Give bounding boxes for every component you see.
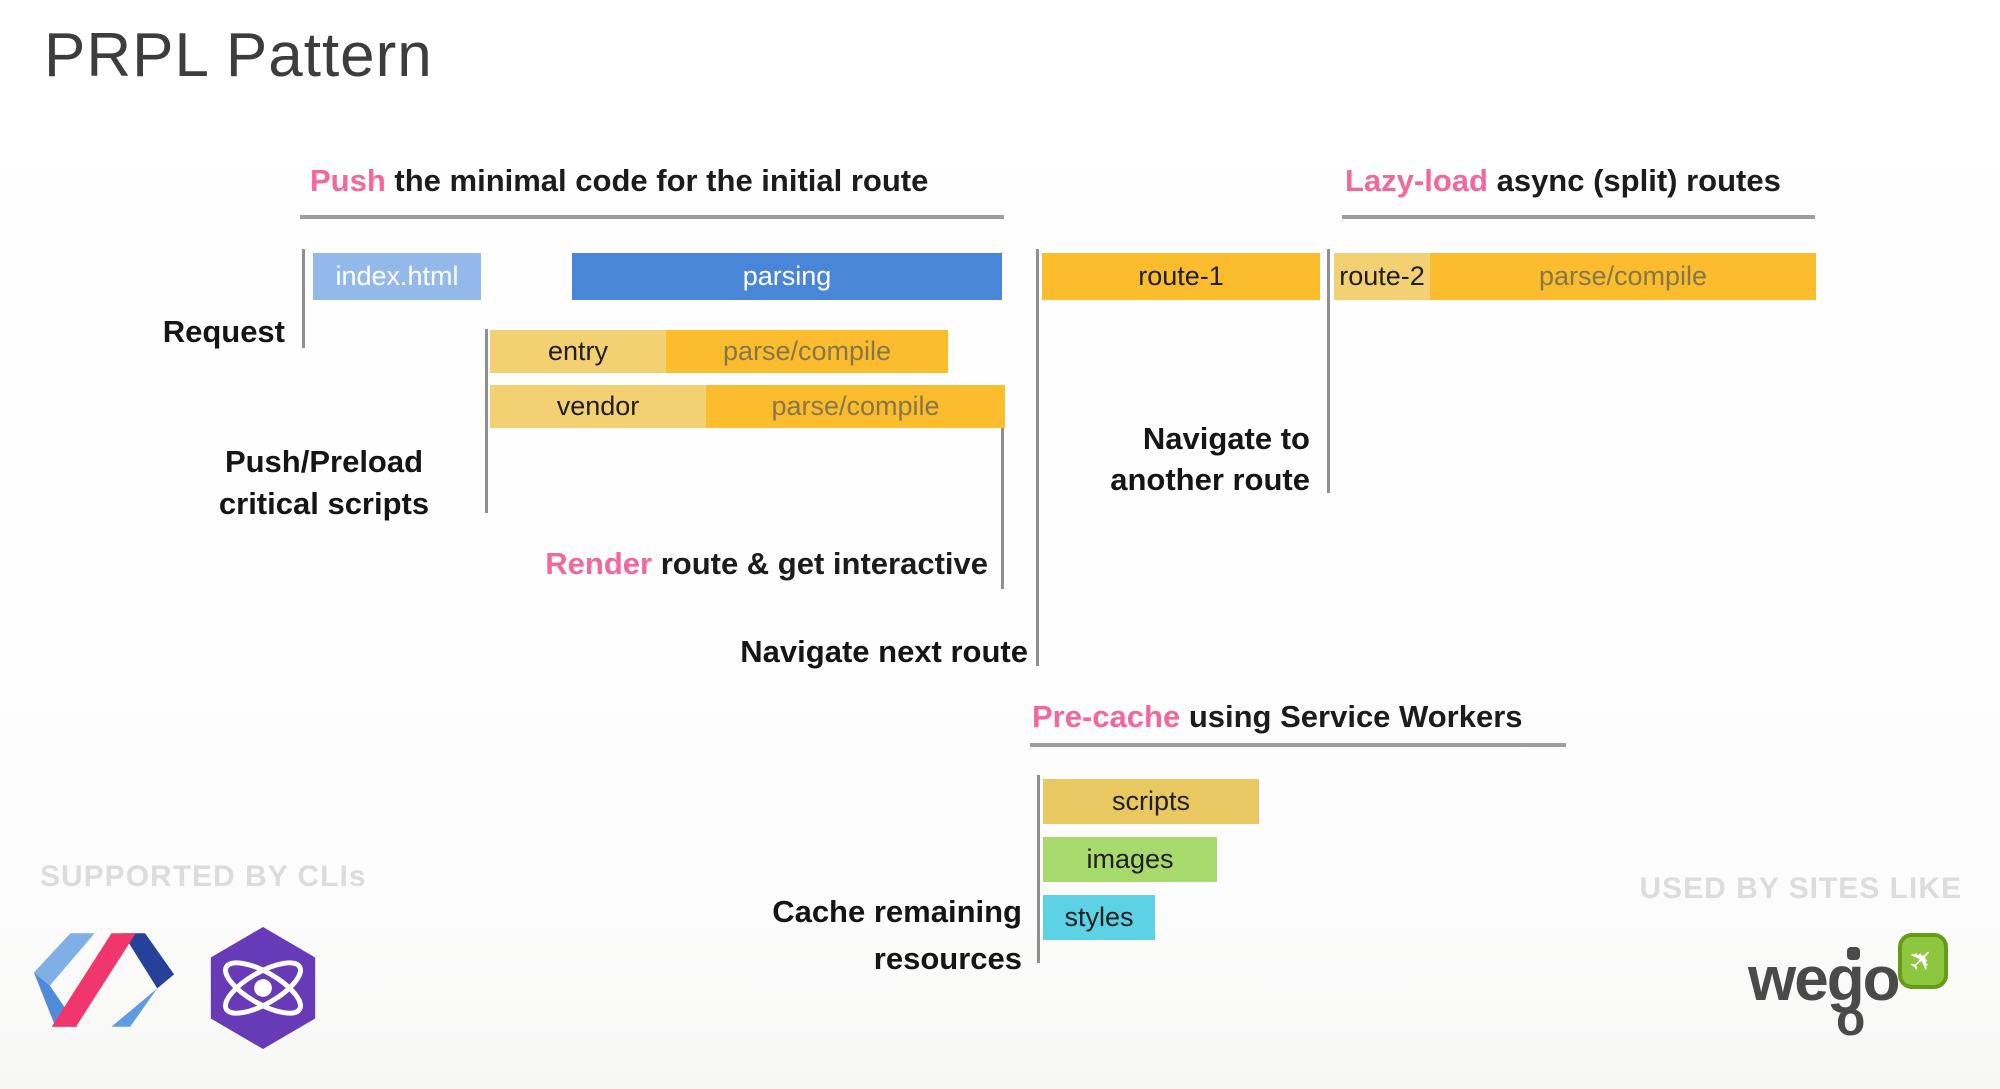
pre-cache-heading-underline	[1030, 743, 1566, 747]
navigate-next-tick-line	[1036, 249, 1039, 666]
vendor-bar-group: vendor parse/compile	[490, 385, 1005, 428]
entry-parse-compile-bar: parse/compile	[666, 330, 948, 373]
vendor-bar: vendor	[490, 385, 706, 428]
vendor-parse-compile-bar: parse/compile	[706, 385, 1005, 428]
render-tick-line	[1001, 427, 1004, 589]
push-heading-rest: the minimal code for the initial route	[385, 163, 929, 198]
route-2-bar-label: route-2	[1339, 261, 1425, 291]
polymer-logo-icon	[33, 930, 175, 1030]
index-html-bar: index.html	[313, 253, 481, 300]
push-heading-accent: Push	[310, 163, 386, 198]
styles-bar: styles	[1043, 895, 1155, 940]
pre-cache-tick-line	[1037, 775, 1040, 963]
lazy-load-heading-underline	[1342, 215, 1815, 219]
navigate-next-route-label: Navigate next route	[740, 634, 1028, 669]
push-preload-label-line1: Push/Preload	[224, 444, 424, 479]
navigate-another-route-label: Navigate to another route	[1110, 418, 1310, 500]
index-html-bar-label: index.html	[335, 261, 459, 291]
wego-logo-sub-o: o	[1836, 993, 1866, 1046]
supported-by-clis-watermark: SUPPORTED BY CLIs	[40, 860, 367, 893]
render-heading-rest: route & get interactive	[652, 546, 988, 581]
pre-cache-heading-rest: using Service Workers	[1180, 699, 1523, 734]
pre-cache-heading: Pre-cache using Service Workers	[1032, 699, 1523, 735]
push-preload-label: Push/Preload critical scripts	[176, 441, 472, 525]
wego-app-icon: ✈	[1898, 933, 1948, 989]
entry-bar-label: entry	[547, 336, 609, 366]
render-heading-accent: Render	[545, 546, 653, 581]
route-1-bar-label: route-1	[1138, 261, 1224, 291]
used-by-sites-watermark: USED BY SITES LIKE	[1639, 872, 1962, 905]
vendor-parse-compile-label: parse/compile	[771, 391, 940, 421]
preact-logo-icon	[203, 925, 323, 1051]
parsing-bar-label: parsing	[742, 261, 832, 291]
entry-parse-compile-label: parse/compile	[722, 336, 892, 366]
request-tick-line	[302, 249, 305, 348]
cache-remaining-label-line1: Cache remaining	[772, 894, 1022, 929]
cache-remaining-label-line2: resources	[873, 941, 1022, 976]
route-2-bar: route-2	[1334, 253, 1430, 300]
images-bar-label: images	[1086, 844, 1174, 874]
push-preload-tick-line	[485, 329, 488, 513]
lazy-load-heading-rest: async (split) routes	[1487, 163, 1781, 198]
scripts-bar-label: scripts	[1111, 786, 1190, 816]
lazy-load-heading: Lazy-load async (split) routes	[1345, 163, 1781, 199]
push-preload-label-line2: critical scripts	[218, 486, 430, 521]
navigate-another-tick-line	[1327, 249, 1330, 493]
lazy-load-heading-accent: Lazy-load	[1345, 163, 1488, 198]
scripts-bar: scripts	[1043, 779, 1259, 824]
push-heading: Push the minimal code for the initial ro…	[310, 163, 928, 199]
entry-bar-group: entry parse/compile	[490, 330, 948, 373]
entry-bar: entry	[490, 330, 666, 373]
route-1-bar: route-1	[1042, 253, 1320, 300]
navigate-another-label-line2: another route	[1110, 462, 1310, 497]
navigate-another-label-line1: Navigate to	[1142, 421, 1310, 456]
page-title: PRPL Pattern	[44, 21, 433, 90]
wego-logo-text: wego	[1748, 945, 1900, 1014]
pre-cache-heading-accent: Pre-cache	[1032, 699, 1181, 734]
styles-bar-label: styles	[1064, 902, 1134, 932]
wego-logo-dot	[1847, 947, 1860, 960]
request-label: Request	[162, 314, 285, 349]
push-heading-underline	[300, 215, 1004, 219]
images-bar: images	[1043, 837, 1217, 882]
route-2-bar-group: route-2 parse/compile	[1334, 253, 1816, 300]
route-2-parse-compile-label: parse/compile	[1538, 261, 1708, 291]
render-heading: Render route & get interactive	[545, 546, 988, 582]
parsing-bar: parsing	[572, 253, 1002, 300]
vendor-bar-label: vendor	[556, 391, 640, 421]
route-2-parse-compile-bar: parse/compile	[1430, 253, 1816, 300]
cache-remaining-label: Cache remaining resources	[772, 888, 1022, 982]
airplane-icon: ✈	[1902, 940, 1944, 982]
